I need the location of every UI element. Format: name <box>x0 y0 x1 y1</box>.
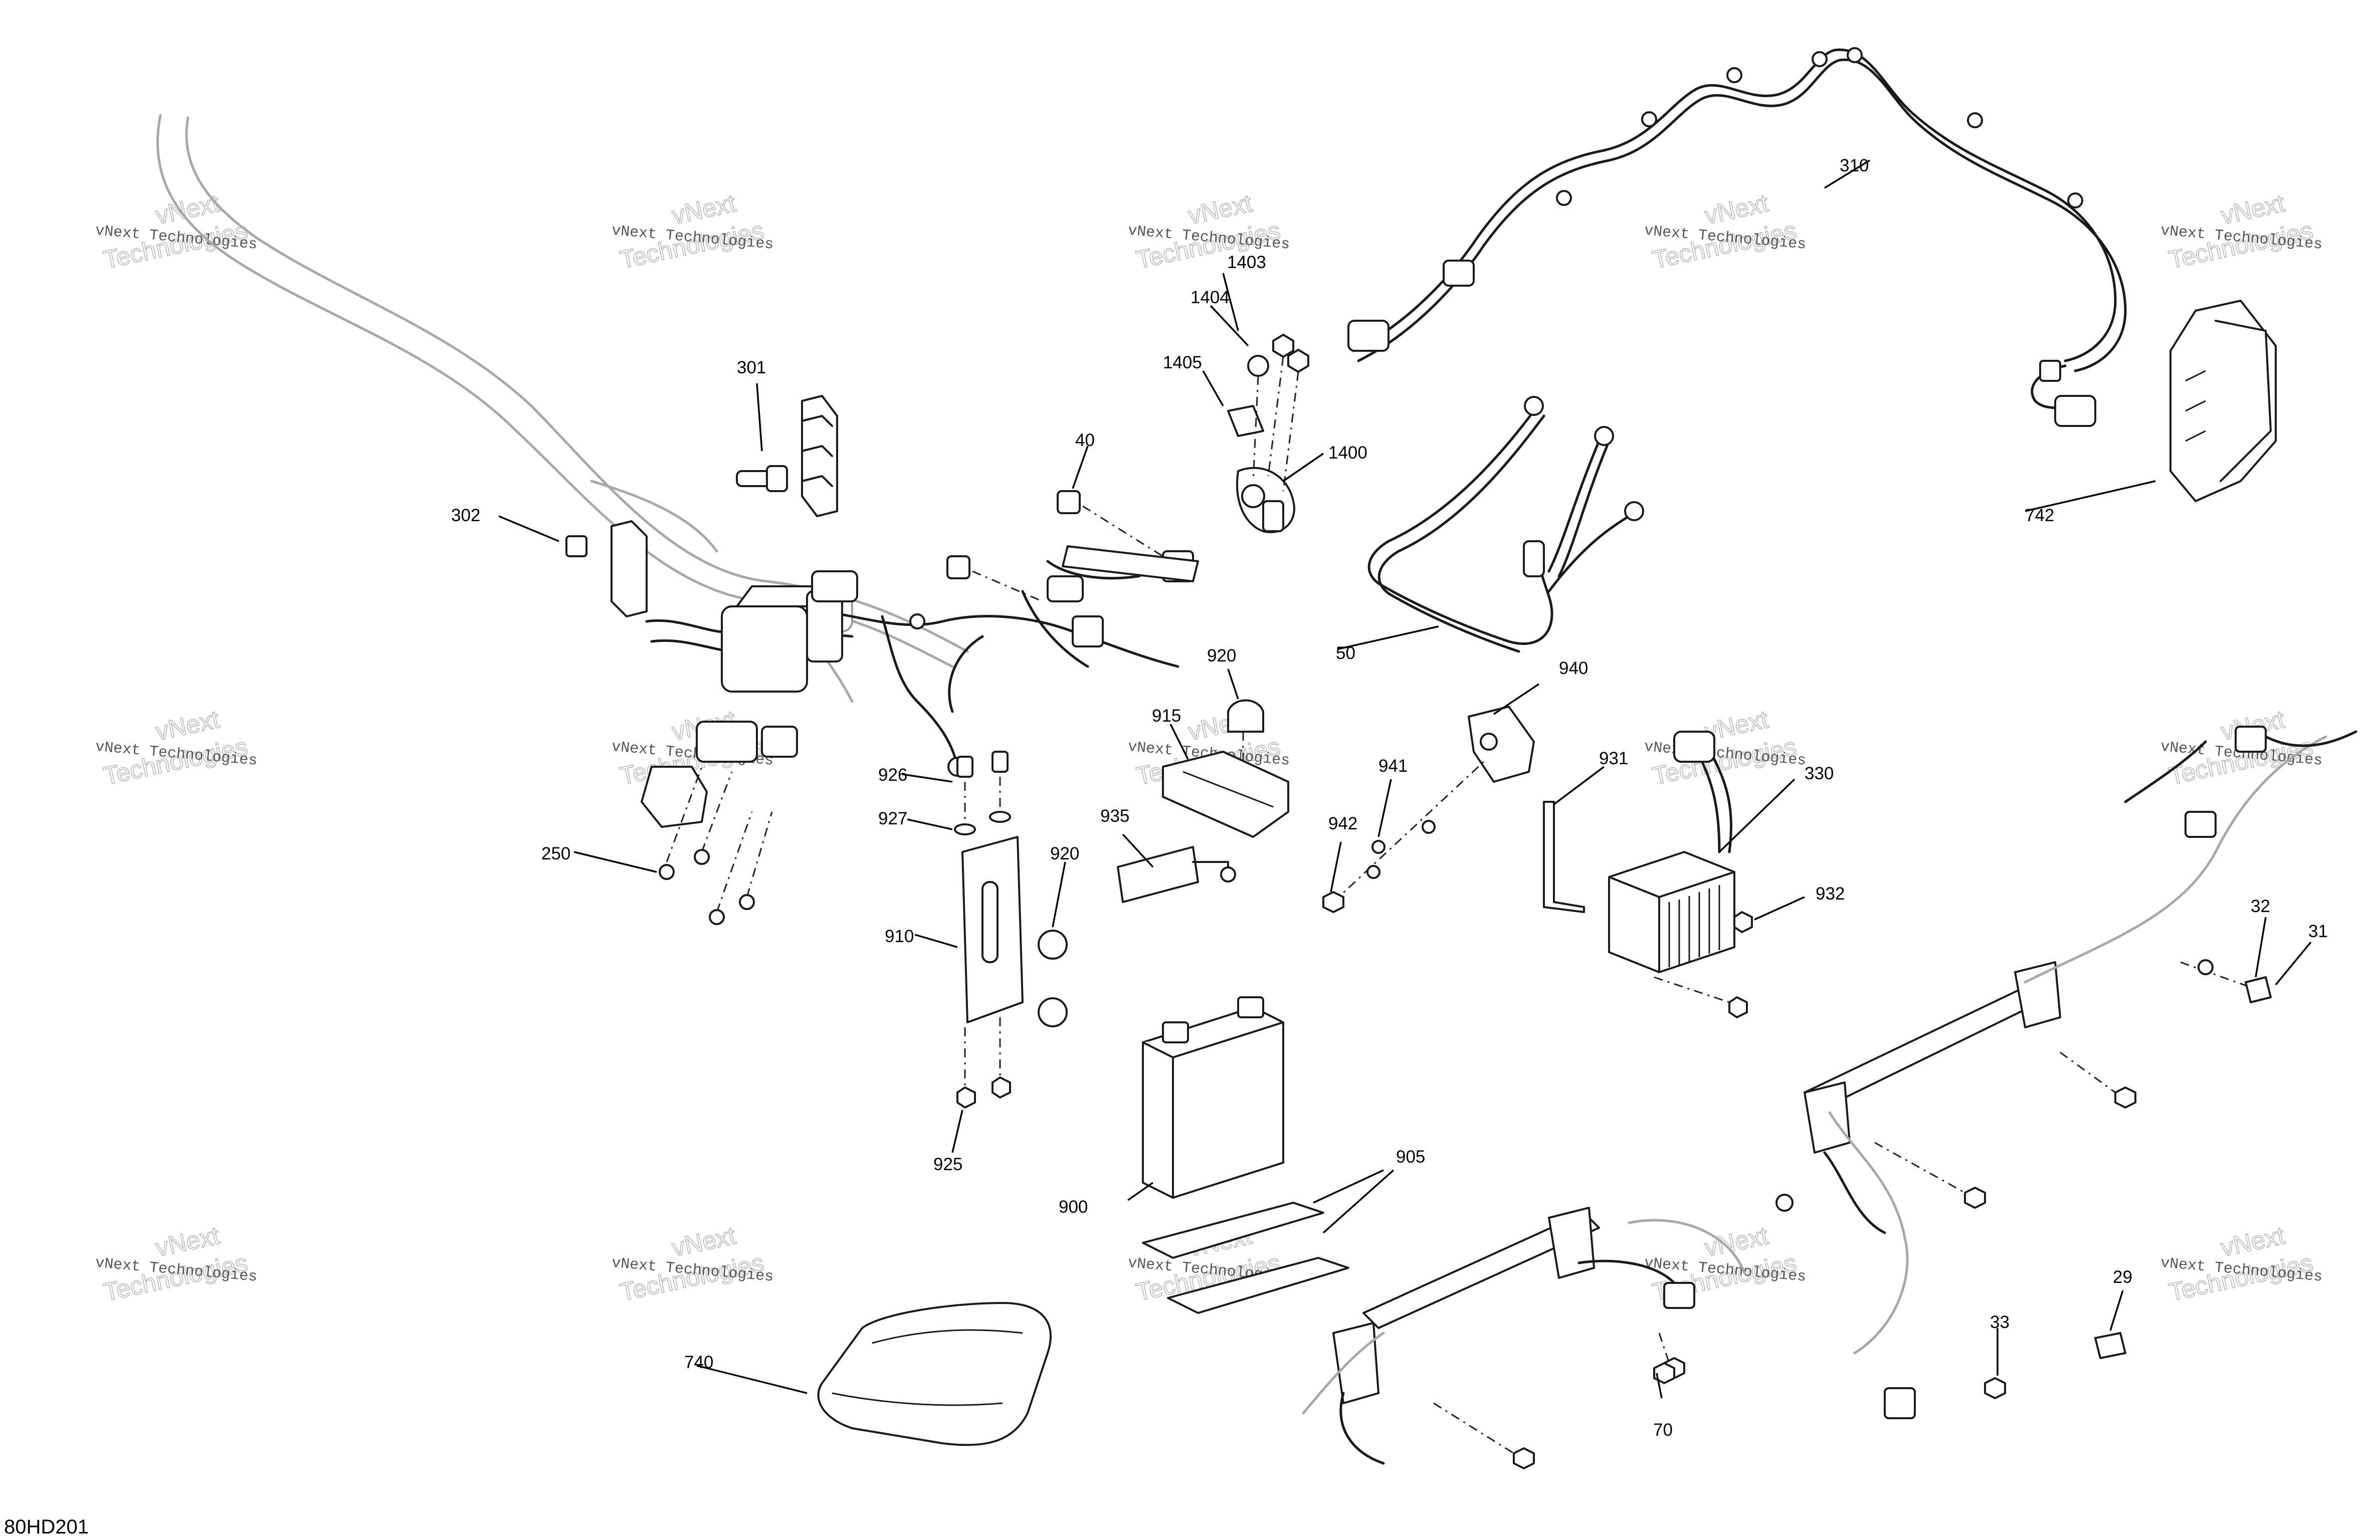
callout-742: 742 <box>2025 506 2054 525</box>
part-40-nut <box>946 490 1199 602</box>
leader-lines <box>498 159 2312 1399</box>
callout-915: 915 <box>1152 706 1181 726</box>
callout-1405: 1405 <box>1163 353 1202 372</box>
callout-932: 932 <box>1816 884 1845 904</box>
part-905-pads <box>1142 1202 1349 1314</box>
callout-940: 940 <box>1559 658 1588 678</box>
callout-1403: 1403 <box>1227 253 1266 272</box>
part-931-regulator <box>1543 731 1753 1018</box>
callout-33: 33 <box>1990 1312 2010 1332</box>
part-742-headlight <box>2169 300 2277 502</box>
callout-941: 941 <box>1378 756 1408 776</box>
part-250-push-pins <box>659 766 773 925</box>
callout-926: 926 <box>878 765 907 785</box>
callout-301: 301 <box>737 358 766 377</box>
part-740-headlight <box>817 1302 1052 1446</box>
callout-250: 250 <box>541 844 570 863</box>
callout-905: 905 <box>1396 1147 1425 1167</box>
part-915-920-935-battery-holddown <box>1117 699 1289 903</box>
callout-50: 50 <box>1336 643 1355 663</box>
part-940-sensor <box>1322 706 1535 913</box>
callout-1404: 1404 <box>1191 288 1230 307</box>
callout-29: 29 <box>2113 1267 2132 1287</box>
callout-labels: 301 302 40 1403 1404 1405 1400 310 742 5… <box>451 156 2328 1440</box>
part-310-harness <box>1347 47 2127 427</box>
callout-740: 740 <box>684 1353 713 1372</box>
part-1400-switch <box>1227 334 1309 533</box>
callout-935: 935 <box>1100 806 1129 826</box>
lower-right-harness-frame <box>1302 726 2357 1469</box>
callout-900: 900 <box>1059 1197 1088 1217</box>
callout-330: 330 <box>1805 764 1834 783</box>
callout-925: 925 <box>933 1155 962 1174</box>
callout-920-top: 920 <box>1207 646 1236 666</box>
part-301-302-bracket <box>565 395 838 617</box>
part-50-battery-cables <box>1367 396 1644 653</box>
callout-40: 40 <box>1075 430 1095 450</box>
part-900-battery <box>1142 996 1284 1199</box>
callout-32: 32 <box>2251 897 2270 916</box>
callout-70: 70 <box>1653 1420 1673 1440</box>
callout-1400: 1400 <box>1328 443 1367 463</box>
callout-310: 310 <box>1840 156 1869 175</box>
main-wiring-harness-ghost <box>156 114 969 703</box>
callout-920-side: 920 <box>1050 844 1079 863</box>
callout-31: 31 <box>2308 922 2328 941</box>
callout-910: 910 <box>885 927 914 946</box>
callout-302: 302 <box>451 506 480 525</box>
part-910-bracket <box>954 751 1068 1109</box>
small-hardware <box>1653 959 2272 1399</box>
diagram-code: 80HD201 <box>4 1516 89 1538</box>
callout-942: 942 <box>1328 814 1357 833</box>
callout-931: 931 <box>1599 749 1628 768</box>
callout-927: 927 <box>878 809 907 828</box>
